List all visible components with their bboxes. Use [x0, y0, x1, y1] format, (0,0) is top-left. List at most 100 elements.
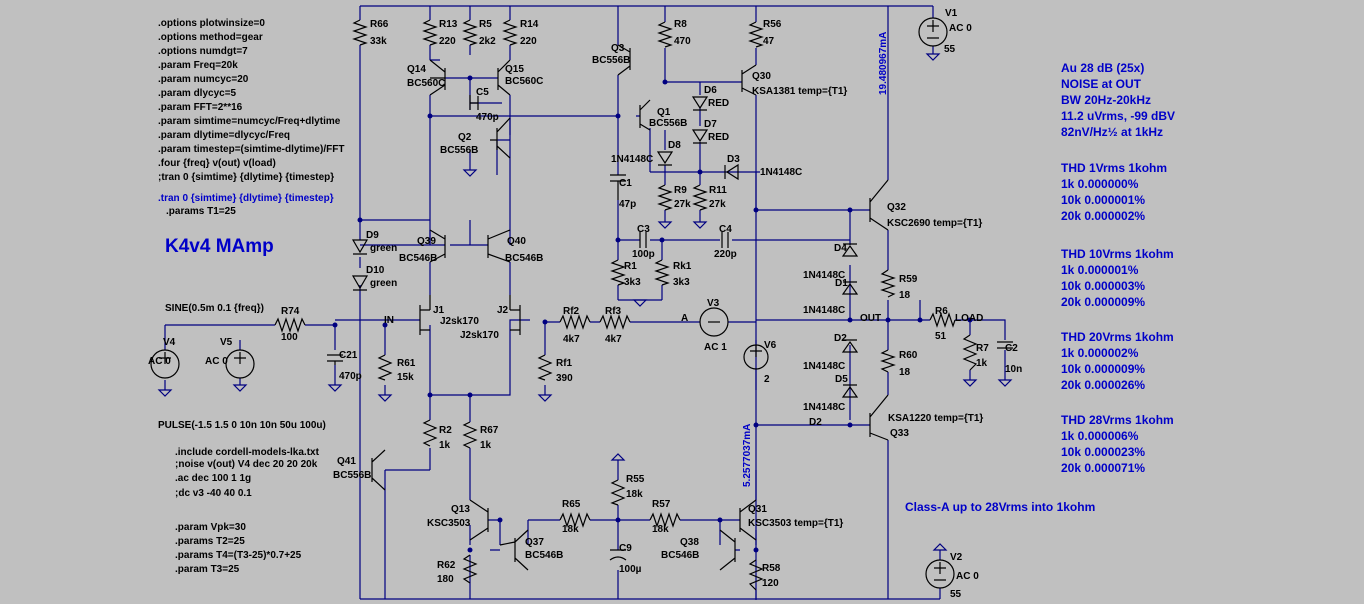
- include-line[interactable]: .ac dec 100 1 1g: [175, 473, 251, 484]
- resistor-r67[interactable]: [462, 421, 478, 449]
- diode-d9[interactable]: [351, 239, 369, 255]
- transistor-q14[interactable]: [429, 59, 446, 96]
- jfet-j1[interactable]: [419, 295, 431, 335]
- capacitor-c3[interactable]: [639, 232, 647, 248]
- diode-d10[interactable]: [351, 275, 369, 291]
- resistor-r5[interactable]: [462, 19, 478, 46]
- resistor-r6[interactable]: [929, 312, 956, 328]
- sine-source-value[interactable]: SINE(0.5m 0.1 {freq}): [165, 303, 264, 314]
- diode-d5[interactable]: [841, 384, 859, 398]
- resistor-r60[interactable]: [880, 349, 896, 373]
- component-ref: R2: [439, 425, 452, 436]
- diode-d6[interactable]: [691, 96, 709, 111]
- transistor-q41[interactable]: [371, 449, 386, 491]
- directive-line[interactable]: .param dlytime=dlycyc/Freq: [158, 130, 290, 141]
- source-v5[interactable]: [225, 349, 255, 379]
- tran-directive[interactable]: .tran 0 {simtime} {dlytime} {timestep}: [158, 193, 334, 204]
- resistor-rf2[interactable]: [559, 314, 591, 330]
- component-ref: Q37: [525, 537, 544, 548]
- directive-line[interactable]: .param numcyc=20: [158, 74, 249, 85]
- resistor-r65[interactable]: [559, 512, 591, 528]
- diode-d2[interactable]: [841, 339, 859, 353]
- component-ref: Q14: [407, 64, 426, 75]
- capacitor-c2[interactable]: [997, 341, 1013, 349]
- capacitor-c1[interactable]: [610, 174, 626, 200]
- resistor-r66[interactable]: [352, 19, 368, 46]
- transistor-q32[interactable]: [869, 179, 889, 231]
- directive-line[interactable]: .four {freq} v(out) v(load): [158, 158, 276, 169]
- pulse-source-value[interactable]: PULSE(-1.5 1.5 0 10n 10n 50u 100u): [158, 420, 326, 431]
- transistor-q38[interactable]: [719, 529, 736, 571]
- diode-d1[interactable]: [841, 281, 859, 295]
- resistor-rf3[interactable]: [599, 314, 631, 330]
- component-model: BC556B: [592, 55, 630, 66]
- transistor-q3[interactable]: [617, 44, 631, 76]
- transistor-q37[interactable]: [499, 529, 529, 571]
- resistor-rk1[interactable]: [654, 259, 670, 286]
- junction-dot: [662, 79, 668, 85]
- capacitor-c9[interactable]: [609, 549, 627, 561]
- directive-line[interactable]: .param dlycyc=5: [158, 88, 237, 99]
- diode-d3[interactable]: [724, 163, 739, 181]
- include-line[interactable]: .include cordell-models-lka.txt: [175, 447, 320, 458]
- capacitor-c5[interactable]: [469, 95, 479, 110]
- resistor-r1[interactable]: [610, 259, 626, 286]
- transistor-q1[interactable]: [639, 99, 651, 131]
- directive-line[interactable]: .param simtime=numcyc/Freq+dlytime: [158, 116, 341, 127]
- transistor-q30[interactable]: [741, 64, 757, 96]
- transistor-q39[interactable]: [429, 229, 446, 263]
- diode-d8[interactable]: [656, 151, 674, 166]
- directive-line[interactable]: .options plotwinsize=0: [158, 18, 265, 29]
- directive-line[interactable]: .options method=gear: [158, 32, 263, 43]
- transistor-q31[interactable]: [739, 499, 757, 541]
- resistor-r61[interactable]: [377, 354, 393, 381]
- resistor-r59[interactable]: [880, 269, 896, 298]
- resistor-r56[interactable]: [748, 21, 764, 48]
- component-model: BC546B: [661, 550, 699, 561]
- transistor-q13[interactable]: [469, 499, 489, 541]
- capacitor-c4[interactable]: [721, 232, 729, 248]
- directive-line[interactable]: .param Freq=20k: [158, 60, 238, 71]
- jfet-j2[interactable]: [509, 295, 521, 335]
- include-line[interactable]: ;noise v(out) V4 dec 20 20 20k: [175, 459, 318, 470]
- component-value: 100p: [632, 249, 655, 260]
- resistor-r9[interactable]: [657, 184, 673, 211]
- diode-d4[interactable]: [841, 243, 859, 257]
- resistor-r58[interactable]: [748, 559, 764, 591]
- resistor-r7[interactable]: [962, 334, 978, 371]
- source-v6[interactable]: [743, 344, 769, 370]
- resistor-r2[interactable]: [422, 419, 438, 447]
- param-line[interactable]: .param Vpk=30: [175, 522, 246, 533]
- resistor-r13[interactable]: [422, 19, 438, 46]
- directive-line[interactable]: .options numdgt=7: [158, 46, 248, 57]
- source-v1[interactable]: [918, 17, 948, 47]
- params-t1-directive[interactable]: .params T1=25: [166, 206, 236, 217]
- param-line[interactable]: .param T3=25: [175, 564, 240, 575]
- param-line[interactable]: .params T4=(T3-25)*0.7+25: [175, 550, 302, 561]
- resistor-r74[interactable]: [274, 317, 306, 333]
- capacitor-c21[interactable]: [327, 354, 343, 365]
- resistor-r11[interactable]: [692, 184, 708, 211]
- component-model: green: [370, 243, 397, 254]
- resistor-rf1[interactable]: [537, 354, 553, 381]
- resistor-r8[interactable]: [657, 21, 673, 48]
- component-value: 2k2: [479, 36, 496, 47]
- resistor-r62[interactable]: [462, 554, 478, 584]
- include-line[interactable]: ;dc v3 -40 40 0.1: [175, 488, 252, 499]
- source-v4[interactable]: [150, 349, 180, 379]
- diode-d7[interactable]: [691, 129, 709, 144]
- directive-line[interactable]: ;tran 0 {simtime} {dlytime} {timestep}: [158, 172, 334, 183]
- transistor-q2[interactable]: [490, 117, 511, 159]
- directive-line[interactable]: .param timestep=(simtime-dlytime)/FFT: [158, 144, 344, 155]
- param-line[interactable]: .params T2=25: [175, 536, 245, 547]
- source-v3[interactable]: [699, 307, 729, 337]
- directive-line[interactable]: .param FFT=2**16: [158, 102, 243, 113]
- source-v2[interactable]: [925, 559, 955, 589]
- transistor-q40[interactable]: [487, 229, 511, 263]
- probe-current-q32: 19.480967mA: [878, 32, 889, 95]
- resistor-r57[interactable]: [649, 512, 681, 528]
- transistor-q15[interactable]: [497, 59, 511, 96]
- resistor-r55[interactable]: [610, 479, 626, 506]
- transistor-q33[interactable]: [869, 394, 889, 441]
- resistor-r14[interactable]: [502, 19, 518, 46]
